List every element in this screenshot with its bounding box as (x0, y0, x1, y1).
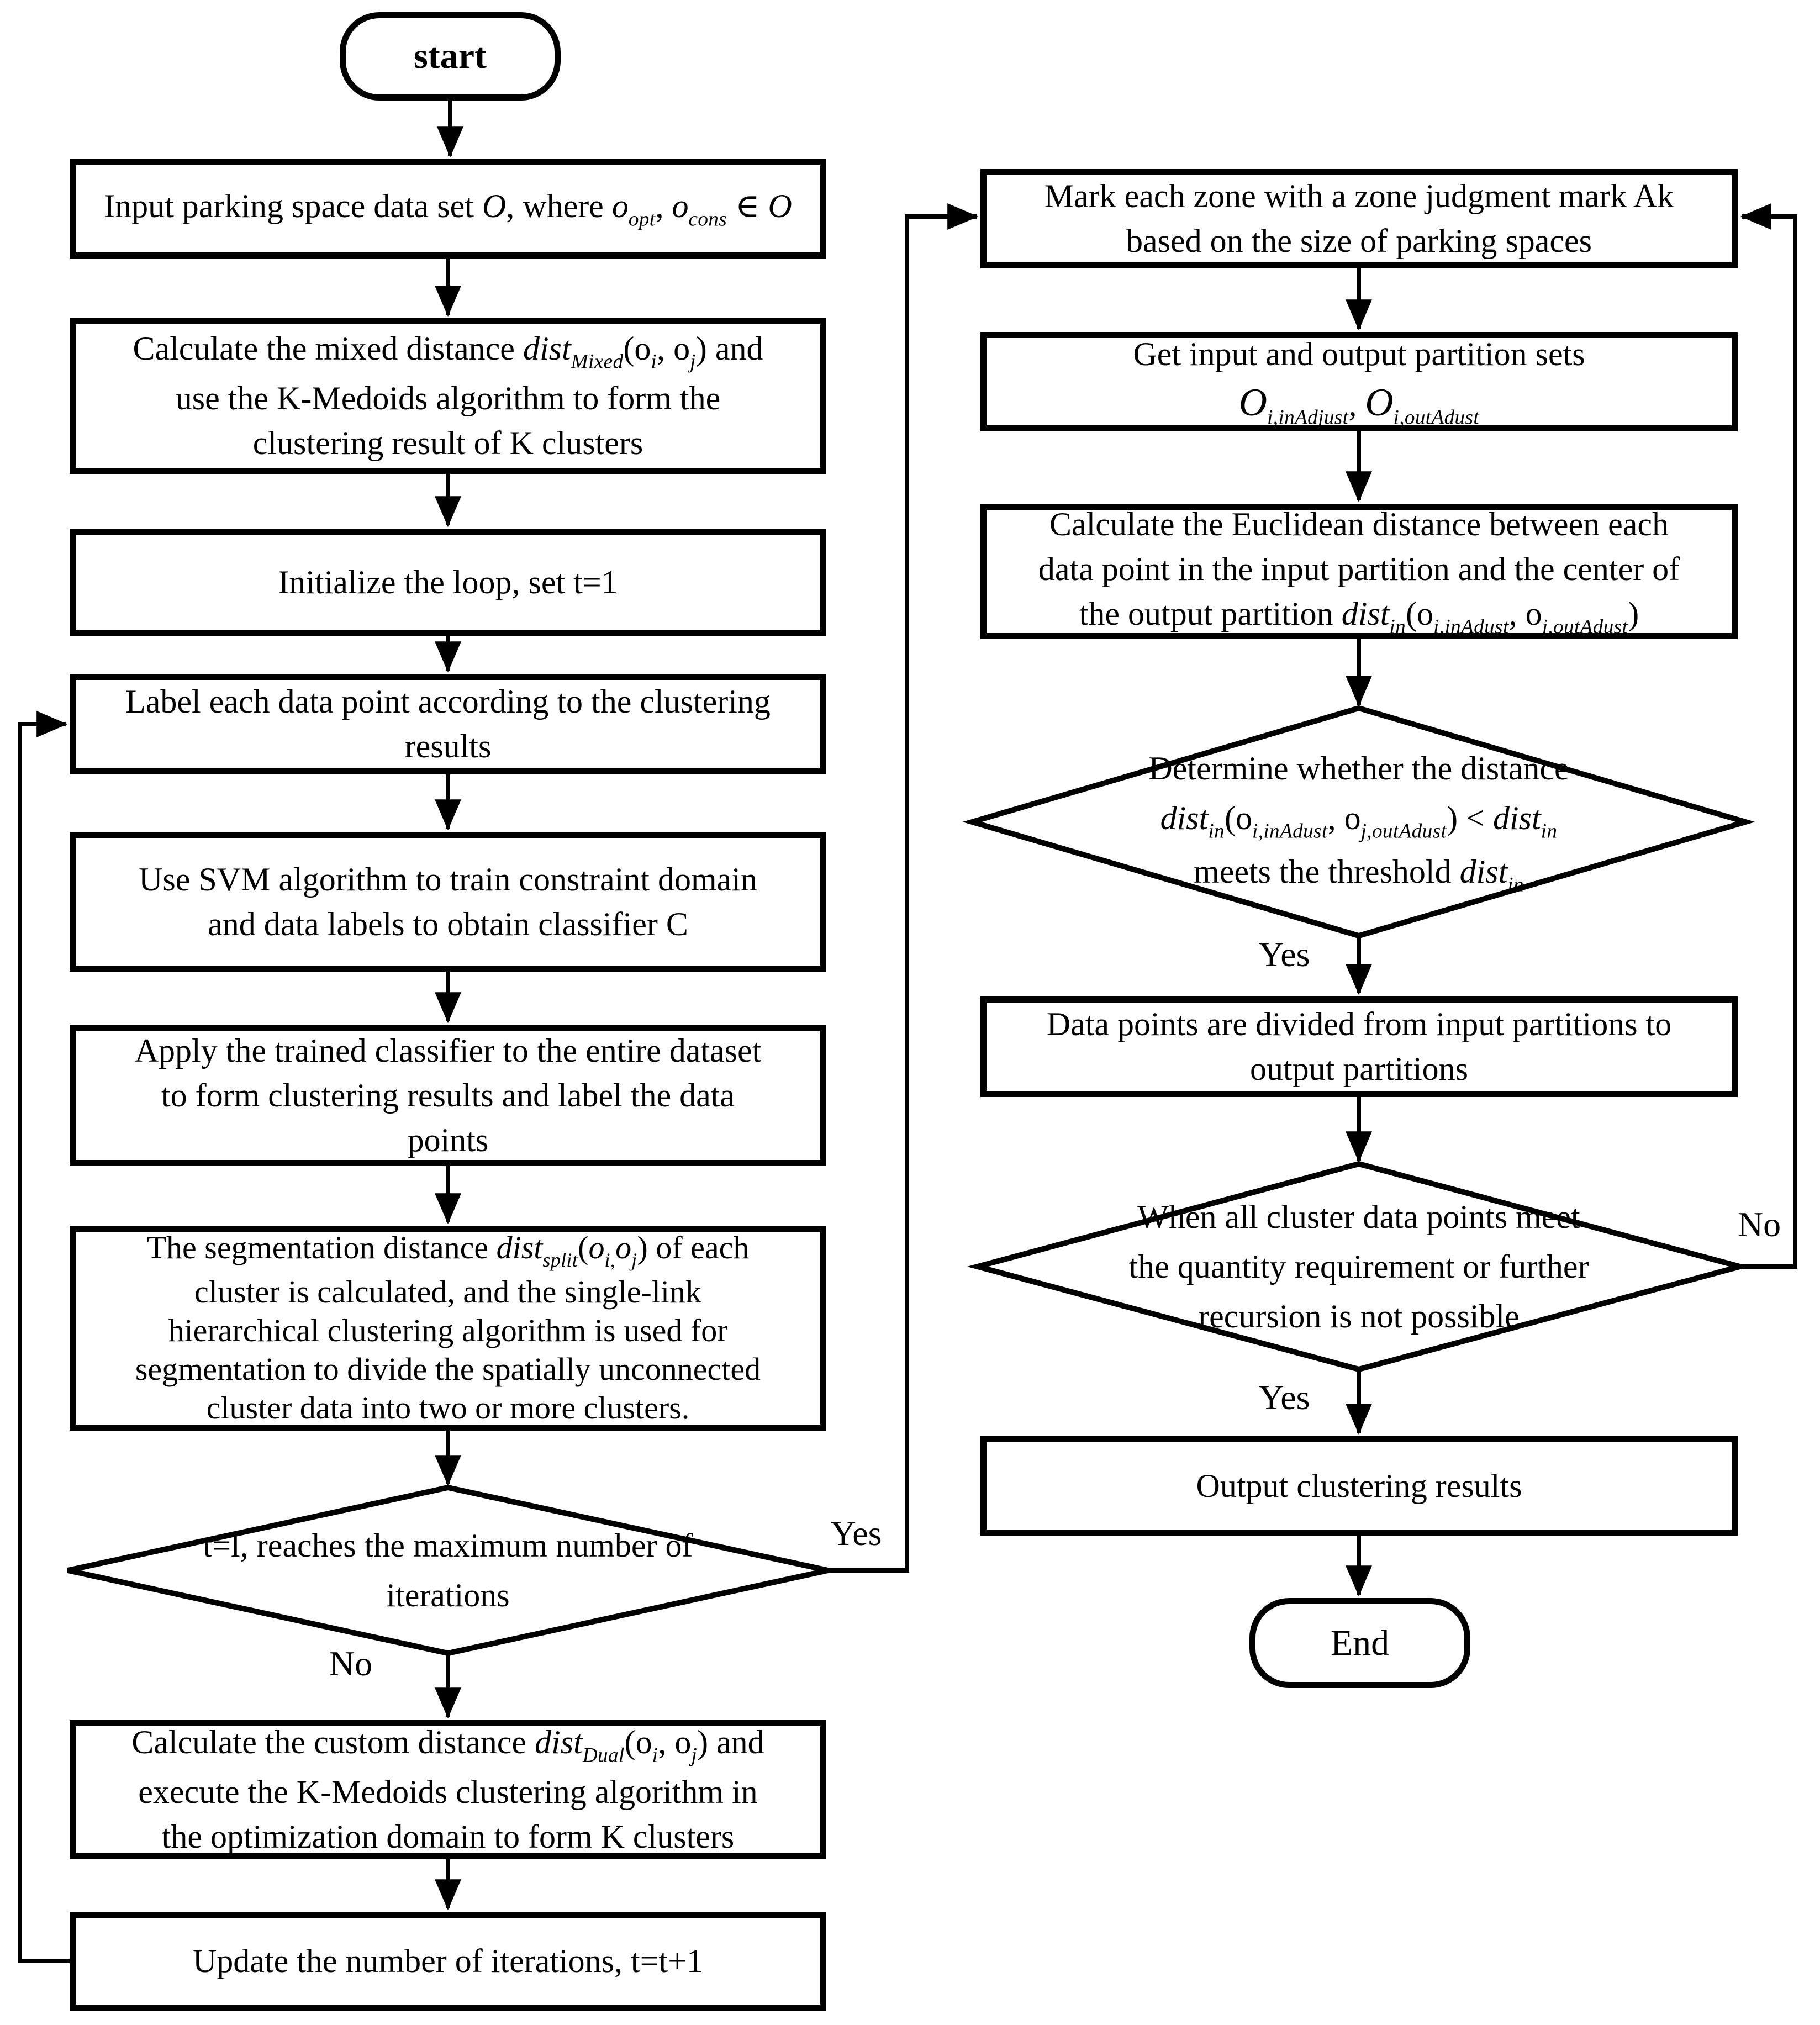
edge-label-yes-threshold: Yes (1258, 935, 1310, 974)
node-apply-classifier: Apply the trained classifier to the enti… (70, 1025, 826, 1166)
node-divide-data-points: Data points are divided from input parti… (980, 996, 1738, 1097)
node-output-results: Output clustering results (980, 1436, 1738, 1536)
loop-decision3-no-to-mark (1740, 203, 1797, 1269)
node-initialize-loop: Initialize the loop, set t=1 (70, 529, 826, 636)
node-calc-euclidean-distance: Calculate the Euclidean distance between… (980, 504, 1738, 639)
node-calc-custom-distance: Calculate the custom distance distDual(o… (70, 1720, 826, 1859)
loop-update-to-label (18, 711, 70, 1963)
decision-max-iterations-shape (67, 1484, 829, 1657)
edge-label-no-quantity: No (1737, 1205, 1781, 1244)
node-input-parking-data: Input parking space data set O, where oo… (70, 159, 826, 259)
node-update-iterations: Update the number of iterations, t=t+1 (70, 1912, 826, 2011)
decision-distance-threshold-shape (962, 705, 1755, 939)
edge-label-yes-max-iterations: Yes (830, 1514, 882, 1553)
node-label-data-points: Label each data point according to the c… (70, 674, 826, 774)
node-segmentation-distance: The segmentation distance distsplit(oi,o… (70, 1226, 826, 1431)
node-train-svm-classifier: Use SVM algorithm to train constraint do… (70, 832, 826, 972)
node-start: start (340, 12, 561, 101)
node-calc-mixed-distance: Calculate the mixed distance distMixed(o… (70, 318, 826, 474)
node-mark-zones: Mark each zone with a zone judgment mark… (980, 169, 1738, 268)
loop-decision1-yes-to-mark (828, 203, 979, 1573)
node-end: End (1249, 1598, 1470, 1688)
edge-label-yes-quantity: Yes (1258, 1378, 1310, 1417)
edge-label-no-max-iterations: No (329, 1644, 373, 1683)
decision-quantity-requirement-shape (967, 1161, 1751, 1373)
